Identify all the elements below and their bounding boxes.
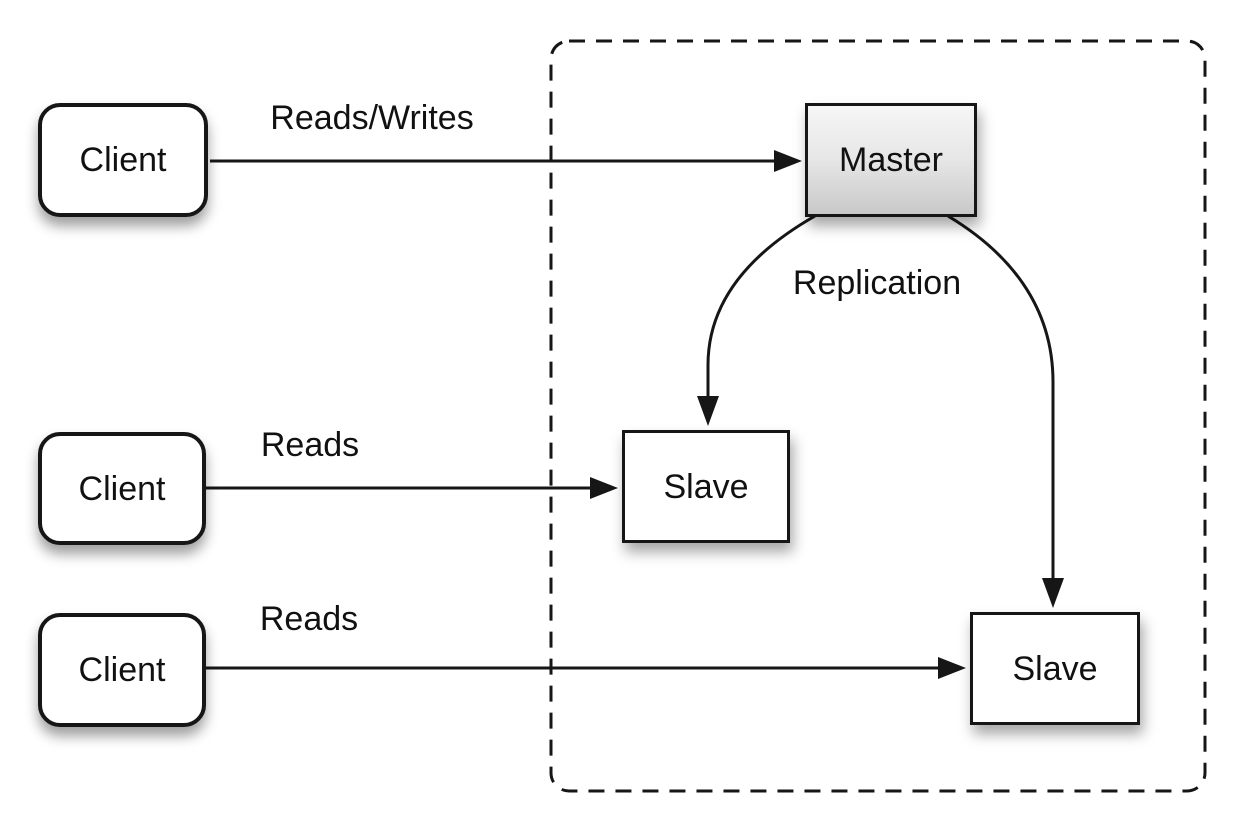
edge-master-slave1-arrowhead-icon xyxy=(697,396,719,426)
node-master: Master xyxy=(805,103,977,217)
replication-cluster-boundary xyxy=(549,39,1207,793)
edge-label-reads-1: Reads xyxy=(260,426,360,464)
edge-client3-slave2-arrowhead-icon xyxy=(938,657,966,679)
node-client-3: Client xyxy=(38,613,206,727)
edge-master-slave2-arrowhead-icon xyxy=(1042,578,1064,608)
edge-label-reads-writes: Reads/Writes xyxy=(270,99,474,137)
edge-label-reads-2: Reads xyxy=(259,600,359,638)
edge-client2-slave1-arrowhead-icon xyxy=(590,477,618,499)
edge-label-replication: Replication xyxy=(792,264,962,302)
node-client-3-label: Client xyxy=(78,651,166,689)
edge-client1-master-arrowhead-icon xyxy=(774,150,802,172)
node-client-1: Client xyxy=(38,103,208,217)
node-slave-1-label: Slave xyxy=(663,467,749,506)
edge-master-slave1-curve xyxy=(706,214,816,398)
edge-master-slave2-curve xyxy=(947,214,1055,580)
node-slave-2-label: Slave xyxy=(1012,649,1098,688)
node-client-2-label: Client xyxy=(78,469,166,508)
node-slave-2: Slave xyxy=(970,612,1140,725)
node-client-2: Client xyxy=(38,432,206,545)
node-slave-1: Slave xyxy=(622,430,790,543)
node-master-label: Master xyxy=(839,141,943,179)
node-client-1-label: Client xyxy=(79,141,167,179)
